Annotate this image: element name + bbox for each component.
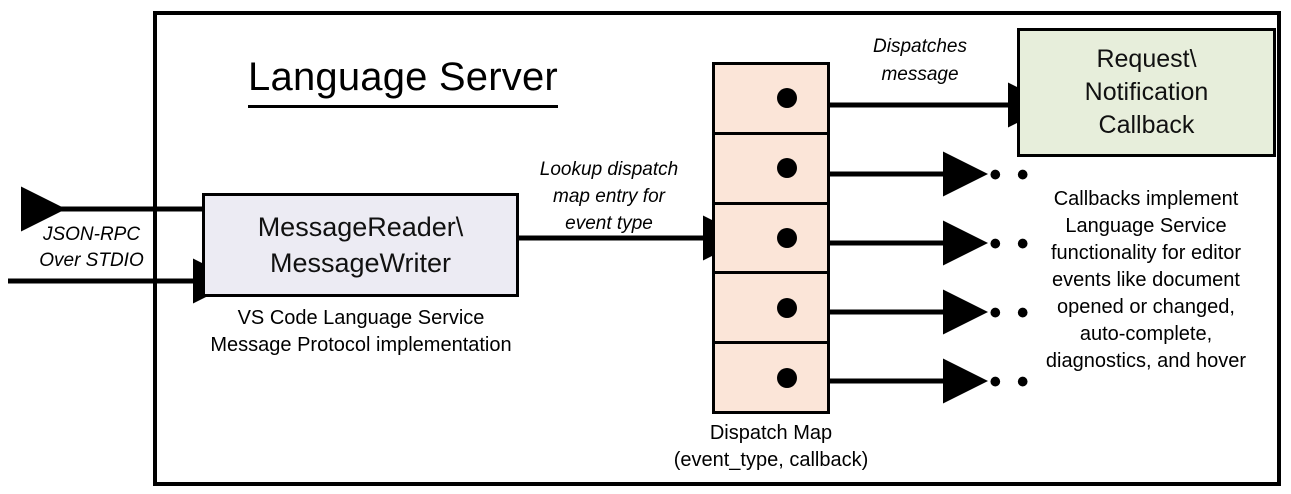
lookup-label-line3: event type (565, 213, 653, 234)
lookup-label-line2: map entry for (553, 186, 665, 207)
request-notification-callback-node[interactable]: Request\ Notification Callback (1017, 28, 1276, 157)
jsonrpc-label-line2: Over STDIO (39, 250, 144, 271)
dispatch-map-caption: Dispatch Map (event_type, callback) (645, 420, 897, 474)
message-writer-line: MessageWriter (269, 248, 452, 278)
jsonrpc-transport-label: JSON-RPC Over STDIO (24, 222, 159, 274)
callback-caption-line1: Callbacks implement (1053, 188, 1239, 210)
callback-caption-line3: functionality for editor (1050, 242, 1242, 264)
message-reader-writer-node[interactable]: MessageReader\ MessageWriter (202, 193, 519, 297)
dispatch-map-row[interactable] (715, 205, 827, 275)
callback-caption-line6: auto-complete, (1079, 323, 1213, 345)
dispatch-map-row[interactable] (715, 274, 827, 345)
dispatch-map-row[interactable] (715, 65, 827, 135)
callback-caption-line2: Language Service (1065, 215, 1227, 237)
reader-caption-line2: Message Protocol implementation (210, 334, 512, 356)
ellipsis-row-5: • • • (962, 363, 1032, 401)
jsonrpc-label-line1: JSON-RPC (42, 224, 141, 245)
reader-caption-line1: VS Code Language Service (237, 307, 485, 329)
dispatch-caption-line1: Dispatch Map (709, 422, 833, 444)
language-server-boundary (153, 11, 1281, 486)
ellipsis-row-2: • • • (962, 156, 1032, 194)
callback-dot-icon (777, 88, 797, 109)
callback-line1: Request\ (1096, 45, 1197, 73)
callback-caption-line4: events like document (1052, 269, 1240, 291)
callback-dot-icon (777, 158, 797, 179)
message-reader-writer-caption: VS Code Language Service Message Protoco… (186, 305, 536, 359)
dispatches-line2: message (881, 64, 959, 85)
callback-caption-line7: diagnostics, and hover (1045, 350, 1247, 372)
dispatches-message-label: Dispatches message (830, 33, 1010, 89)
message-reader-line: MessageReader\ (257, 212, 464, 242)
callback-line3: Callback (1098, 111, 1195, 139)
callback-node-label: Request\ Notification Callback (1085, 43, 1209, 142)
callback-line2: Notification (1084, 78, 1209, 106)
lookup-dispatch-label: Lookup dispatch map entry for event type (514, 156, 704, 237)
page-title: Language Server (238, 52, 568, 108)
callback-caption: Callbacks implement Language Service fun… (1007, 186, 1285, 375)
dispatch-map-row[interactable] (715, 135, 827, 205)
dispatch-caption-line2: (event_type, callback) (673, 449, 869, 471)
dispatches-line1: Dispatches (873, 36, 967, 57)
callback-dot-icon (777, 367, 797, 388)
message-reader-writer-label: MessageReader\ MessageWriter (258, 209, 464, 281)
lookup-label-line1: Lookup dispatch (539, 159, 679, 180)
dispatch-map-row[interactable] (715, 344, 827, 411)
dispatch-map-table[interactable] (712, 62, 830, 414)
callback-dot-icon (777, 227, 797, 248)
callback-dot-icon (777, 297, 797, 318)
callback-caption-line5: opened or changed, (1057, 296, 1235, 318)
page-title-text: Language Server (248, 52, 558, 108)
